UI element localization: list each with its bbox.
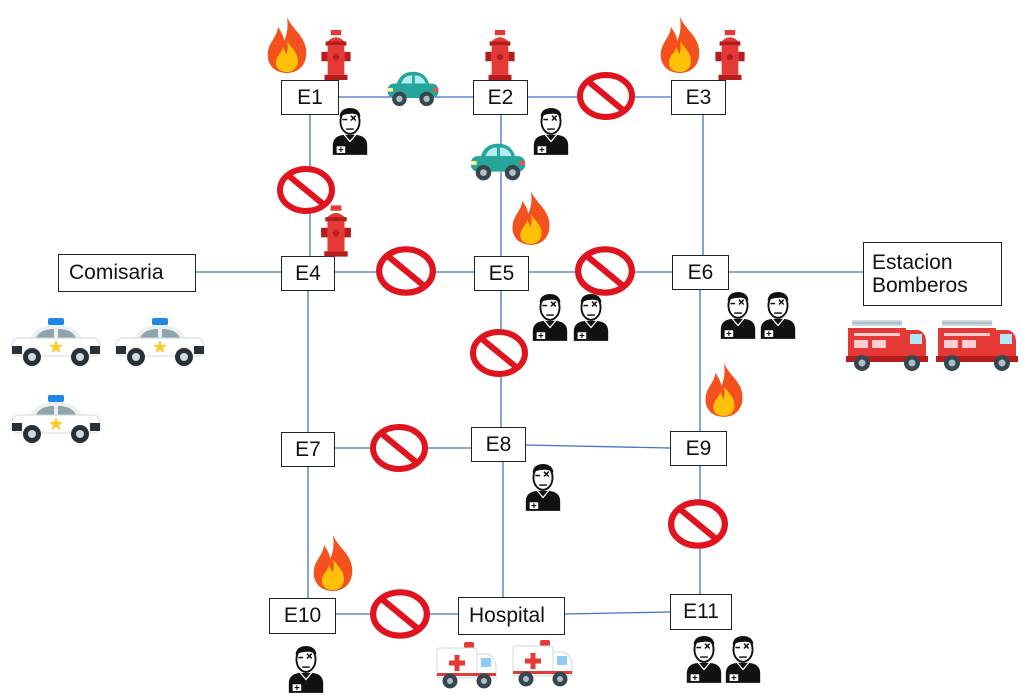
- no-entry-icon: [375, 244, 437, 298]
- edge: [564, 611, 671, 615]
- injured-person-icon: [717, 290, 759, 340]
- fire-icon: [308, 530, 358, 596]
- node-e3: E3: [671, 80, 726, 115]
- node-e8: E8: [471, 427, 526, 462]
- fire-truck-icon: [934, 318, 1020, 374]
- fire-icon: [700, 357, 748, 423]
- no-entry-icon: [468, 328, 530, 378]
- injured-person-icon: [722, 634, 764, 684]
- fire-icon: [507, 186, 555, 250]
- car-icon: [467, 135, 529, 187]
- node-comisaria: Comisaria: [58, 254, 196, 292]
- injured-person-icon: [683, 634, 725, 684]
- fire-icon: [655, 12, 705, 78]
- ambulance-icon: [510, 638, 576, 690]
- police-car-icon: [8, 315, 104, 369]
- injured-person-icon: [285, 644, 327, 694]
- no-entry-icon: [369, 588, 431, 640]
- node-e10: E10: [269, 598, 336, 634]
- node-e9: E9: [670, 431, 727, 466]
- node-e7: E7: [281, 432, 335, 467]
- fire-hydrant-icon: [320, 205, 352, 257]
- police-car-icon: [8, 392, 104, 446]
- no-entry-icon: [667, 498, 729, 550]
- node-e5: E5: [474, 256, 529, 291]
- fire-hydrant-icon: [320, 30, 352, 80]
- node-hospital: Hospital: [458, 597, 565, 635]
- police-car-icon: [112, 315, 208, 369]
- car-icon: [384, 64, 442, 112]
- fire-truck-icon: [844, 318, 930, 374]
- node-e6: E6: [672, 255, 729, 290]
- fire-icon: [262, 12, 312, 78]
- injured-person-icon: [570, 292, 612, 342]
- fire-hydrant-icon: [484, 30, 516, 80]
- injured-person-icon: [329, 106, 371, 156]
- node-e1: E1: [281, 80, 339, 115]
- edge: [525, 444, 671, 449]
- estacion-line-2: Bomberos: [872, 274, 968, 297]
- no-entry-icon: [276, 164, 336, 216]
- injured-person-icon: [530, 106, 572, 156]
- fire-hydrant-icon: [714, 30, 746, 80]
- injured-person-icon: [522, 462, 564, 512]
- no-entry-icon: [574, 244, 636, 298]
- ambulance-icon: [434, 640, 500, 692]
- no-entry-icon: [576, 70, 636, 122]
- node-e4: E4: [281, 256, 335, 291]
- node-e11: E11: [670, 594, 732, 630]
- node-e2: E2: [473, 80, 528, 115]
- estacion-line-1: Estacion: [872, 250, 953, 274]
- injured-person-icon: [529, 292, 571, 342]
- node-estacion-bomberos: Estacion Bomberos: [863, 242, 1002, 306]
- no-entry-icon: [369, 422, 429, 474]
- injured-person-icon: [757, 290, 799, 340]
